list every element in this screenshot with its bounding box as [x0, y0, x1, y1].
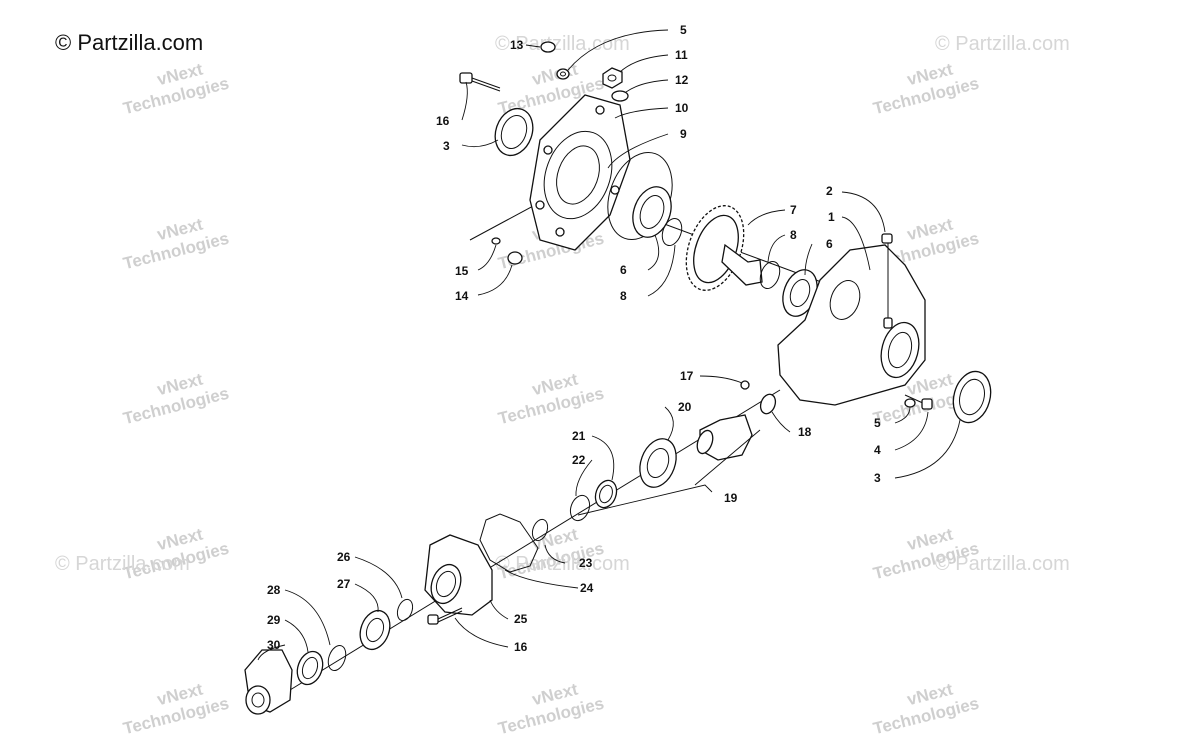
- callout-29: 29: [267, 613, 281, 627]
- callout-8-upper: 8: [620, 289, 627, 303]
- callout-10: 10: [675, 101, 689, 115]
- washer-5-right: [904, 398, 916, 408]
- callout-25: 25: [514, 612, 528, 626]
- seal-3-right: [952, 370, 992, 424]
- watermark-site-1: © Partzilla.com: [495, 33, 630, 55]
- callout-9: 9: [680, 127, 687, 141]
- callout-2: 2: [826, 184, 833, 198]
- callout-30: 30: [267, 638, 281, 652]
- callout-24: 24: [580, 581, 594, 595]
- bolt-16-lower: [427, 607, 463, 625]
- watermark-15: vNext Technologies: [871, 679, 981, 738]
- callout-3-right: 3: [874, 471, 881, 485]
- watermark-4: vNext Technologies: [121, 214, 231, 273]
- callout-3-top: 3: [443, 139, 450, 153]
- housing-1: [777, 244, 926, 406]
- parts: [244, 41, 992, 715]
- nut-11: [602, 67, 623, 89]
- oring-23: [531, 518, 549, 542]
- needle-bearing-18: [759, 393, 777, 415]
- dowel-17: [740, 380, 750, 390]
- bolt-16-top: [459, 72, 501, 92]
- watermark-13: vNext Technologies: [121, 679, 231, 738]
- watermark-1: vNext Technologies: [121, 59, 231, 118]
- cover-10: [529, 94, 631, 251]
- bearing-27: [359, 609, 391, 651]
- callout-28: 28: [267, 583, 281, 597]
- callout-27: 27: [337, 577, 351, 591]
- callout-19: 19: [724, 491, 738, 505]
- callout-4: 4: [874, 443, 881, 457]
- ring-gear-7: [685, 205, 763, 291]
- callout-17: 17: [680, 369, 694, 383]
- callout-16-lower: 16: [514, 640, 528, 654]
- callout-15: 15: [455, 264, 469, 278]
- washer-5-top: [556, 68, 570, 80]
- callout-23: 23: [579, 556, 593, 570]
- snap-ring-22: [569, 494, 591, 522]
- callout-14: 14: [455, 289, 469, 303]
- gasket-24: [479, 513, 539, 573]
- snap-ring-26: [396, 598, 414, 622]
- callout-6-middle: 6: [826, 237, 833, 251]
- watermark-site-5: © Partzilla.com: [935, 553, 1070, 575]
- callouts: 5 13 11 12 10 16 9 3 2 7 1 8 6 15 6 14 8…: [267, 23, 881, 654]
- pinion-housing-25: [424, 534, 493, 616]
- callout-7: 7: [790, 203, 797, 217]
- pinion-gear-19: [696, 414, 753, 461]
- bolt-4: [904, 394, 933, 410]
- callout-26: 26: [337, 550, 351, 564]
- callout-8-middle: 8: [790, 228, 797, 242]
- vent-2: [881, 233, 893, 329]
- leader-lines: [257, 29, 961, 661]
- callout-21: 21: [572, 429, 586, 443]
- seal-3-top: [494, 107, 534, 157]
- callout-1: 1: [828, 210, 835, 224]
- washer-15: [491, 237, 501, 245]
- callout-6-upper: 6: [620, 263, 627, 277]
- watermark-8: vNext Technologies: [496, 369, 606, 428]
- callout-5-right: 5: [874, 416, 881, 430]
- watermark-7: vNext Technologies: [121, 369, 231, 428]
- spacer-21: [594, 479, 618, 509]
- callout-22: 22: [572, 453, 586, 467]
- callout-18: 18: [798, 425, 812, 439]
- ring-8-middle: [759, 260, 781, 290]
- callout-12: 12: [675, 73, 689, 87]
- snap-ring-28: [327, 644, 347, 672]
- callout-20: 20: [678, 400, 692, 414]
- watermark-14: vNext Technologies: [496, 679, 606, 738]
- watermark-3: vNext Technologies: [871, 59, 981, 118]
- callout-13: 13: [510, 38, 524, 52]
- plug-13: [540, 41, 556, 53]
- watermark-site-4: © Partzilla.com: [495, 553, 630, 575]
- watermark-site-2: © Partzilla.com: [935, 33, 1070, 55]
- watermark-site-3: © Partzilla.com: [55, 553, 190, 575]
- oring-12: [611, 90, 629, 102]
- plug-14: [507, 251, 523, 265]
- ring-8-upper: [661, 217, 683, 247]
- bearing-6-upper: [632, 186, 672, 238]
- bearing-20: [639, 438, 677, 488]
- callout-16-top: 16: [436, 114, 450, 128]
- flange-30: [244, 649, 293, 715]
- copyright-notice: © Partzilla.com: [55, 30, 204, 55]
- callout-11: 11: [675, 48, 688, 62]
- seal-29: [296, 650, 324, 686]
- callout-5-top: 5: [680, 23, 687, 37]
